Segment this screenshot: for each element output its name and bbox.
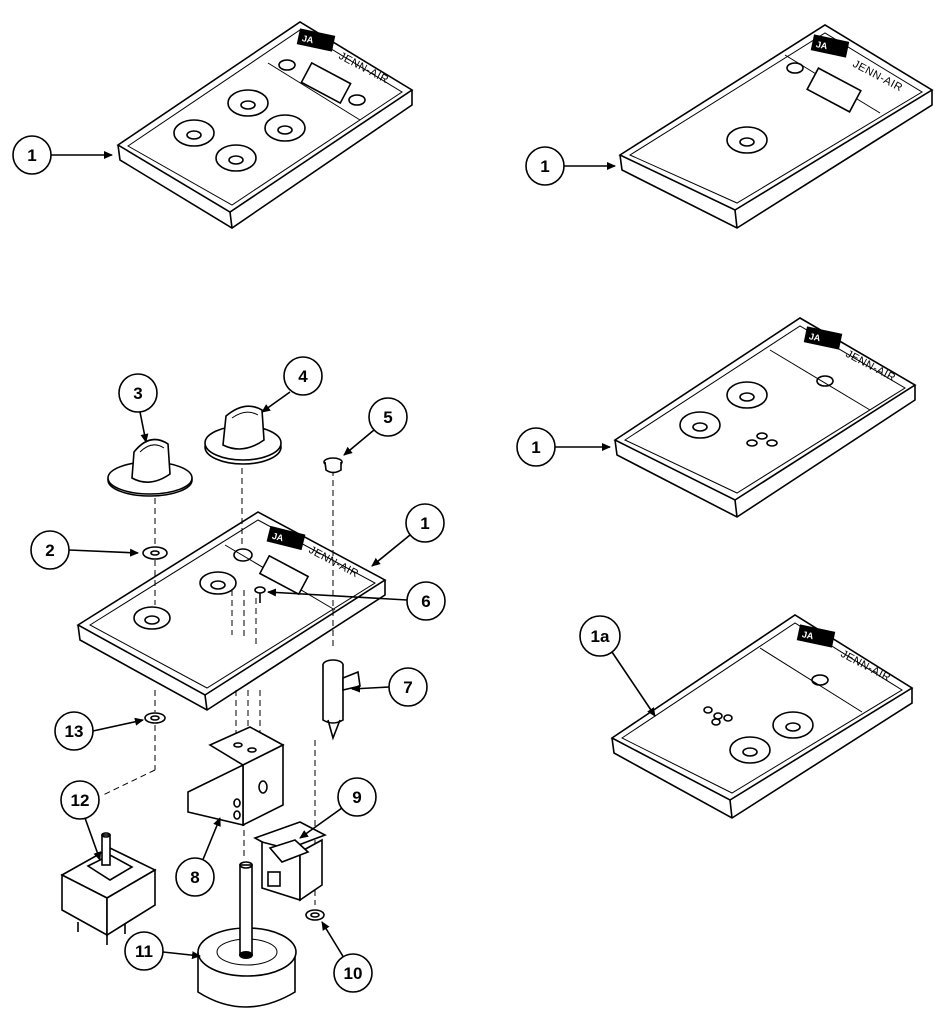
callout-1-mid-right: 1 [516,427,611,467]
callouts: 1 1 1 1a 1 2 [12,135,656,993]
callout-13: 13 [54,711,144,751]
washer-part-2 [142,546,168,560]
indicator-part-7 [322,659,361,741]
washer-part-10 [305,909,325,921]
callout-label: 8 [190,868,199,887]
logo-badge: JA [296,28,336,52]
callout-1-top-left: 1 [12,135,113,175]
logo-text: JA [815,39,829,51]
logo-text: JA [801,629,815,641]
logo-badge: JA [266,525,306,551]
callout-label: 9 [352,788,361,807]
rotary-switch-part-12 [60,832,157,945]
callout-12: 12 [60,780,102,861]
callout-1-exploded: 1 [371,503,445,567]
callout-label: 3 [133,384,142,403]
control-panel-variant-1a: JA JENN-AIR [610,614,914,819]
callout-1-top-right: 1 [525,146,616,186]
control-panel-one-hole: JA JENN-AIR [618,24,934,229]
callout-label: 4 [298,367,308,386]
callout-9: 9 [299,777,377,839]
knob-part-3 [107,438,193,497]
logo-badge: JA [810,34,850,58]
control-panel-two-holes: JA JENN-AIR [613,317,917,518]
plug-part-5 [323,457,343,474]
callout-label: 2 [45,541,54,560]
callout-label: 1 [531,438,540,457]
callout-label: 1 [420,514,429,533]
callout-1a: 1a [579,615,656,717]
callout-5: 5 [343,397,408,456]
motor-part-11 [197,861,297,1008]
callout-label: 13 [65,722,84,741]
callout-label: 10 [344,964,363,983]
callout-label: 1a [591,627,610,646]
knob-part-4 [204,405,282,465]
callout-label: 5 [383,408,392,427]
switch-part-9 [253,821,327,902]
screw-part-6 [254,586,266,603]
callout-label: 1 [540,157,549,176]
callout-3: 3 [118,373,158,443]
callout-10: 10 [321,921,373,993]
callout-6: 6 [267,581,446,621]
logo-text: JA [808,331,822,343]
callout-label: 11 [135,942,153,961]
callout-label: 6 [421,592,430,611]
callout-4: 4 [261,356,323,413]
washer-part-13 [144,712,166,724]
callout-7: 7 [351,667,428,707]
callout-label: 12 [71,791,90,810]
callout-11: 11 [124,931,201,971]
logo-text: JA [301,33,315,45]
logo-text: JA [271,531,285,544]
bracket-part-8 [187,726,285,827]
callout-8: 8 [175,817,221,897]
callout-label: 1 [27,146,36,165]
callout-label: 7 [403,678,412,697]
callout-2: 2 [30,530,139,570]
logo-badge: JA [796,624,836,648]
logo-badge: JA [803,326,843,350]
control-panel-four-holes: JA JENN-AIR [116,21,414,229]
